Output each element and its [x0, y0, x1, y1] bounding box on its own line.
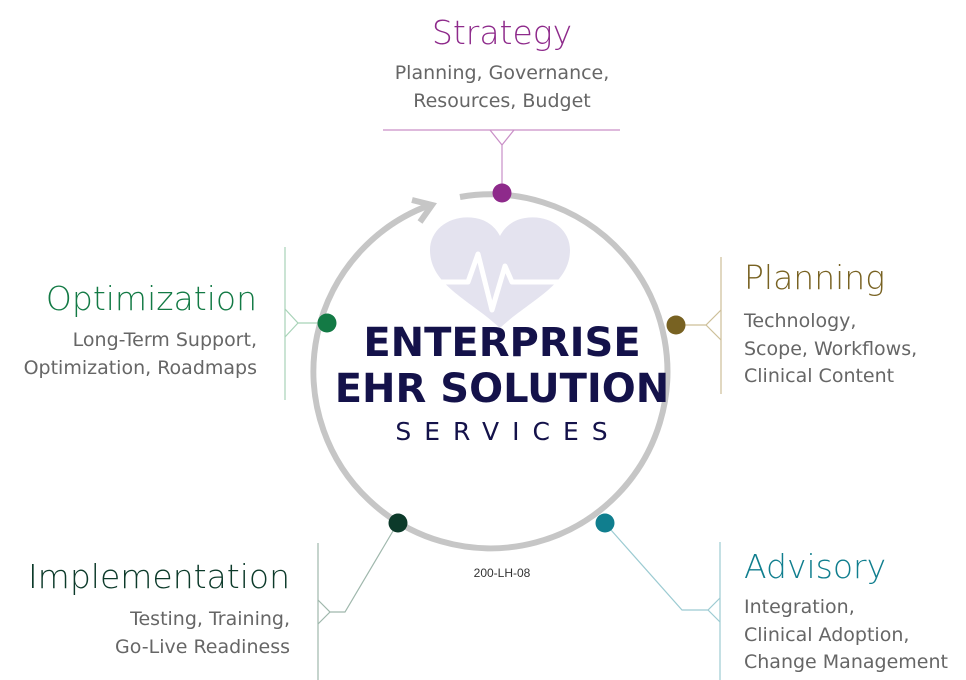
diagram-code: 200-LH-08 [474, 566, 531, 580]
strategy-node [492, 183, 512, 203]
advisory-desc-line3: Change Management [744, 651, 948, 673]
center-title-line1: ENTERPRISE [363, 320, 640, 366]
center-subtitle: SERVICES [395, 417, 620, 446]
optimization-desc-line2: Optimization, Roadmaps [24, 357, 257, 379]
center-title-line2: EHR SOLUTION [335, 366, 670, 412]
implementation-desc-line1: Testing, Training, [129, 608, 290, 630]
optimization-desc-line1: Long-Term Support, [73, 329, 257, 351]
planning-desc-line2: Scope, Workflows, [744, 338, 917, 360]
advisory-desc-line1: Integration, [744, 596, 855, 618]
advisory-node [595, 513, 615, 533]
strategy-desc-line1: Planning, Governance, [395, 62, 610, 84]
advisory-desc-line2: Clinical Adoption, [744, 624, 909, 646]
strategy-title: Strategy [432, 13, 572, 52]
stage-optimization: Optimization Long-Term Support, Optimiza… [24, 247, 337, 400]
implementation-desc-line2: Go-Live Readiness [115, 636, 290, 658]
cycle-arrow-head [411, 197, 437, 224]
stage-implementation: Implementation Testing, Training, Go-Liv… [28, 513, 408, 680]
optimization-node [317, 313, 337, 333]
planning-node [666, 315, 686, 335]
implementation-node [388, 513, 408, 533]
planning-desc-line3: Clinical Content [744, 365, 894, 387]
optimization-title: Optimization [46, 279, 257, 318]
planning-desc-line1: Technology, [743, 310, 856, 332]
implementation-title: Implementation [28, 557, 290, 596]
cycle-ring [310, 191, 671, 552]
planning-title: Planning [744, 258, 885, 297]
stage-strategy: Strategy Planning, Governance, Resources… [383, 13, 620, 203]
advisory-title: Advisory [744, 547, 886, 586]
heart-pulse-icon [418, 217, 582, 328]
strategy-desc-line2: Resources, Budget [413, 90, 590, 112]
stage-advisory: Advisory Integration, Clinical Adoption,… [595, 513, 948, 680]
stage-planning: Planning Technology, Scope, Workflows, C… [666, 257, 917, 394]
